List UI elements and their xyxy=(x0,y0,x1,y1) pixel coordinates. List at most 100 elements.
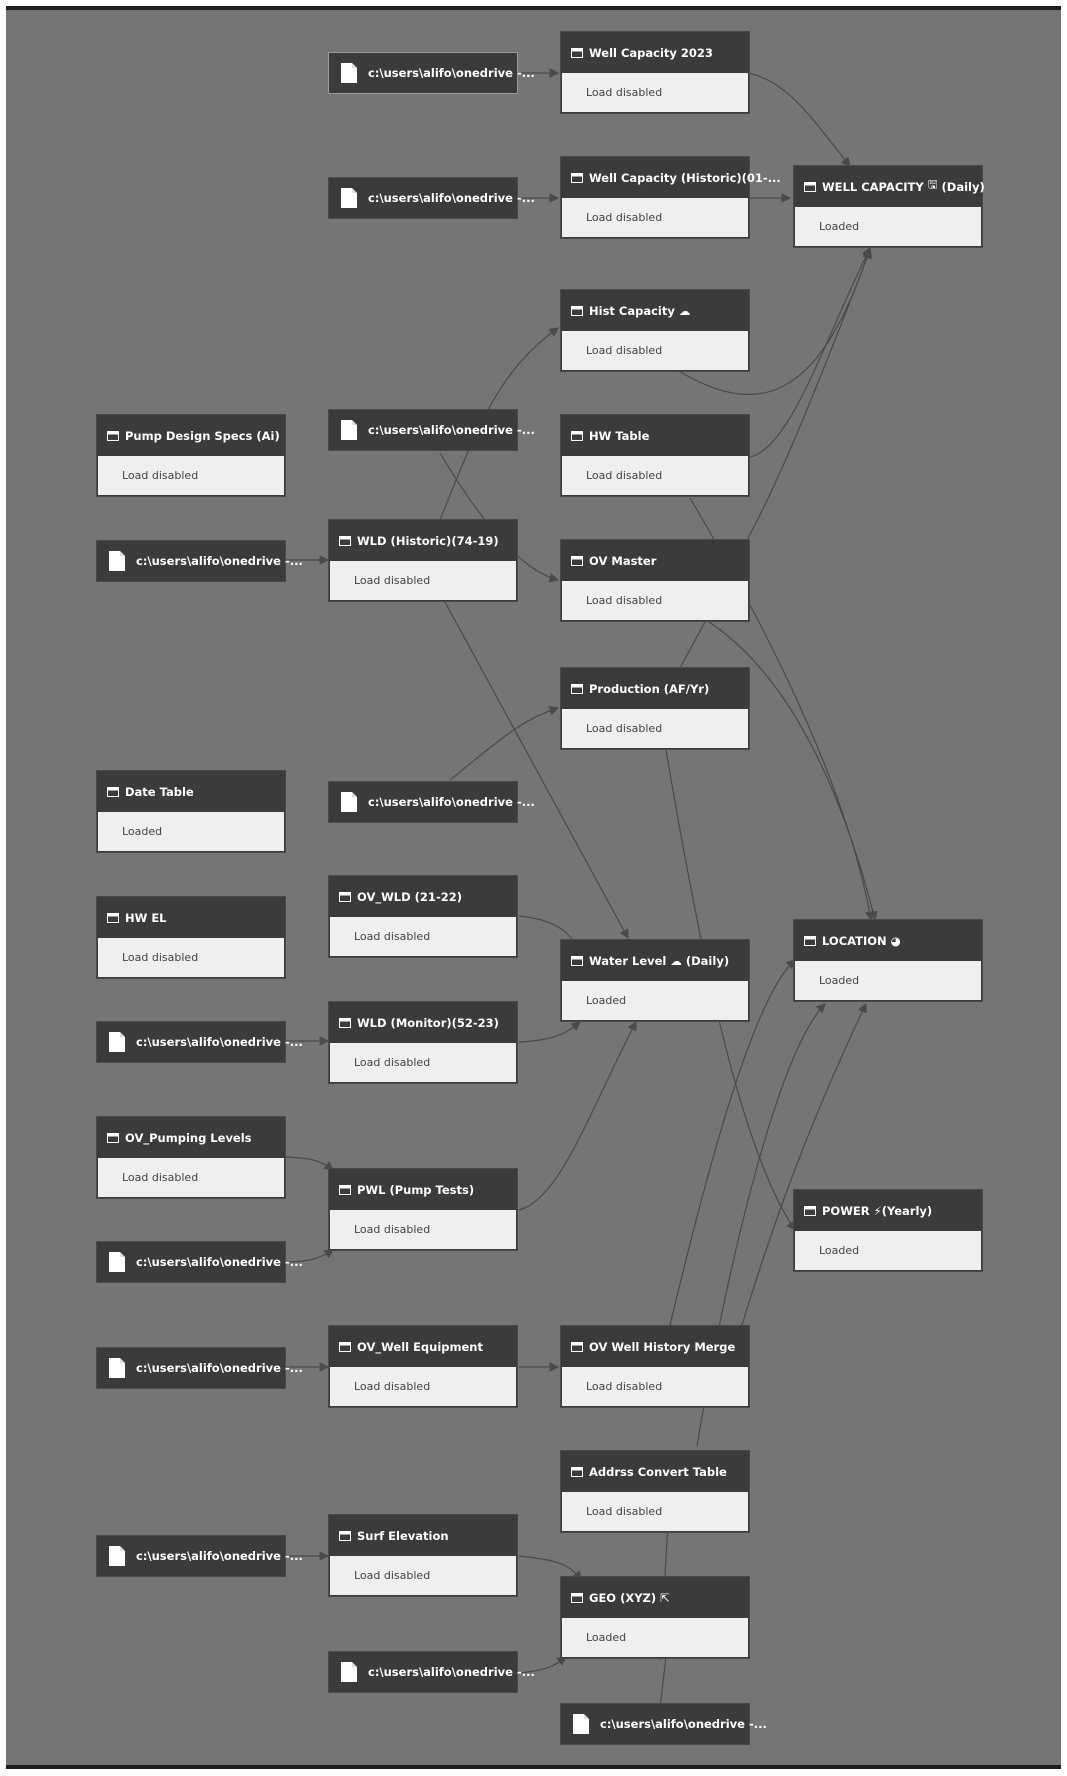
node-title: Well Capacity 2023 xyxy=(589,45,713,60)
node-title: WELL CAPACITY xyxy=(822,179,924,194)
node-status: Load disabled xyxy=(97,456,285,496)
query-node-ov-well-history-merge[interactable]: OV Well History Merge Load disabled xyxy=(561,1326,749,1407)
node-status: Loaded xyxy=(794,207,982,247)
node-status: Load disabled xyxy=(329,1367,517,1407)
table-icon xyxy=(571,1592,583,1603)
query-node-pump-design-specs[interactable]: Pump Design Specs (Ai) Load disabled xyxy=(97,415,285,496)
node-status: Loaded xyxy=(794,1231,982,1271)
node-title-suffix: (Daily) xyxy=(941,179,985,194)
query-node-water-level-daily[interactable]: Water Level☁(Daily) Loaded xyxy=(561,940,749,1021)
table-icon xyxy=(571,1466,583,1477)
table-icon xyxy=(339,891,351,902)
query-node-ov-wld[interactable]: OV_WLD (21-22) Load disabled xyxy=(329,876,517,957)
query-node-hw-el[interactable]: HW EL Load disabled xyxy=(97,897,285,978)
query-node-ov-master[interactable]: OV Master Load disabled xyxy=(561,540,749,621)
node-title: OV_Pumping Levels xyxy=(125,1130,252,1145)
node-title: Production (AF/Yr) xyxy=(589,681,710,696)
node-status: Load disabled xyxy=(329,1210,517,1250)
wave-icon: ☁ xyxy=(678,303,691,318)
query-node-surf-elevation[interactable]: Surf Elevation Load disabled xyxy=(329,1515,517,1596)
source-path: c:\users\alifo\onedrive -... xyxy=(136,1549,303,1563)
source-file-node[interactable]: c:\users\alifo\onedrive -... xyxy=(328,52,535,94)
table-icon xyxy=(571,430,583,441)
node-title-suffix: (Yearly) xyxy=(881,1203,933,1218)
query-node-well-capacity-daily[interactable]: WELL CAPACITY🖫(Daily) Loaded xyxy=(794,166,985,247)
source-path: c:\users\alifo\onedrive -... xyxy=(136,1255,303,1269)
source-path: c:\users\alifo\onedrive -... xyxy=(368,191,535,205)
source-file-node[interactable]: c:\users\alifo\onedrive -... xyxy=(329,410,535,450)
node-status: Load disabled xyxy=(329,1043,517,1083)
table-icon xyxy=(804,181,816,192)
globe-icon: ◕ xyxy=(890,933,901,948)
document-icon xyxy=(341,1662,357,1682)
query-node-well-capacity-historic[interactable]: Well Capacity (Historic)(01-... Load dis… xyxy=(561,157,781,238)
document-icon xyxy=(109,1358,125,1378)
query-node-addrss-convert-table[interactable]: Addrss Convert Table Load disabled xyxy=(561,1451,749,1532)
source-file-node[interactable]: c:\users\alifo\onedrive -... xyxy=(97,1348,303,1388)
axis-arrow-icon: ⇱ xyxy=(660,1590,670,1605)
document-icon xyxy=(109,551,125,571)
node-status: Loaded xyxy=(97,812,285,852)
node-title: PWL (Pump Tests) xyxy=(357,1182,475,1197)
node-status: Load disabled xyxy=(561,581,749,621)
query-node-wld-historic[interactable]: WLD (Historic)(74-19) Load disabled xyxy=(329,520,517,601)
source-file-node[interactable]: c:\users\alifo\onedrive -... xyxy=(329,1652,535,1692)
node-title: OV_WLD (21-22) xyxy=(357,889,462,904)
node-title: HW EL xyxy=(125,910,167,925)
source-file-node[interactable]: c:\users\alifo\onedrive -... xyxy=(97,541,303,581)
source-file-node[interactable]: c:\users\alifo\onedrive -... xyxy=(97,1536,303,1576)
document-icon xyxy=(109,1546,125,1566)
floppy-disk-icon: 🖫 xyxy=(927,177,938,191)
query-node-ov-well-equipment[interactable]: OV_Well Equipment Load disabled xyxy=(329,1326,517,1407)
node-title: Surf Elevation xyxy=(357,1528,449,1543)
table-icon xyxy=(804,1205,816,1216)
query-node-geo-xyz[interactable]: GEO (XYZ)⇱ Loaded xyxy=(561,1577,749,1658)
node-title: OV Master xyxy=(589,553,657,568)
query-node-power-yearly[interactable]: POWER⚡(Yearly) Loaded xyxy=(794,1190,982,1271)
node-title: POWER xyxy=(822,1203,870,1218)
query-node-ov-pumping-levels[interactable]: OV_Pumping Levels Load disabled xyxy=(97,1117,285,1198)
document-icon xyxy=(341,63,357,83)
node-title: WLD (Historic)(74-19) xyxy=(357,533,499,548)
document-icon xyxy=(109,1032,125,1052)
query-node-hist-capacity[interactable]: Hist Capacity☁ Load disabled xyxy=(561,290,749,371)
table-icon xyxy=(107,786,119,797)
table-icon xyxy=(107,430,119,441)
source-path: c:\users\alifo\onedrive -... xyxy=(368,66,535,80)
node-status: Load disabled xyxy=(97,1158,285,1198)
document-icon xyxy=(109,1252,125,1272)
node-status: Load disabled xyxy=(329,561,517,601)
node-title-suffix: (Daily) xyxy=(685,953,730,968)
source-path: c:\users\alifo\onedrive -... xyxy=(368,423,535,437)
query-node-date-table[interactable]: Date Table Loaded xyxy=(97,771,285,852)
node-title: Hist Capacity xyxy=(589,303,675,318)
query-node-pwl-pump-tests[interactable]: PWL (Pump Tests) Load disabled xyxy=(329,1169,517,1250)
table-icon xyxy=(571,683,583,694)
document-icon xyxy=(341,188,357,208)
table-icon xyxy=(339,1184,351,1195)
node-status: Loaded xyxy=(794,961,982,1001)
node-status: Load disabled xyxy=(561,1367,749,1407)
query-node-location[interactable]: LOCATION◕ Loaded xyxy=(794,920,982,1001)
query-node-wld-monitor[interactable]: WLD (Monitor)(52-23) Load disabled xyxy=(329,1002,517,1083)
table-icon xyxy=(339,1017,351,1028)
node-title: GEO (XYZ) xyxy=(589,1590,657,1605)
node-status: Load disabled xyxy=(561,709,749,749)
table-icon xyxy=(571,47,583,58)
source-file-node[interactable]: c:\users\alifo\onedrive -... xyxy=(97,1022,303,1062)
node-title: Water Level xyxy=(589,953,667,968)
query-node-production[interactable]: Production (AF/Yr) Load disabled xyxy=(561,668,749,749)
node-status: Load disabled xyxy=(97,938,285,978)
table-icon xyxy=(571,955,583,966)
query-node-hw-table[interactable]: HW Table Load disabled xyxy=(561,415,749,496)
node-status: Load disabled xyxy=(561,198,749,238)
source-path: c:\users\alifo\onedrive -... xyxy=(136,1035,303,1049)
source-file-node[interactable]: c:\users\alifo\onedrive -... xyxy=(329,782,535,822)
source-file-node[interactable]: c:\users\alifo\onedrive -... xyxy=(329,178,535,218)
document-icon xyxy=(573,1714,589,1734)
table-icon xyxy=(571,555,583,566)
query-node-well-capacity-2023[interactable]: Well Capacity 2023 Load disabled xyxy=(561,32,749,113)
source-file-node[interactable]: c:\users\alifo\onedrive -... xyxy=(97,1242,303,1282)
source-file-node[interactable]: c:\users\alifo\onedrive -... xyxy=(561,1704,767,1744)
node-title: Addrss Convert Table xyxy=(589,1464,727,1479)
